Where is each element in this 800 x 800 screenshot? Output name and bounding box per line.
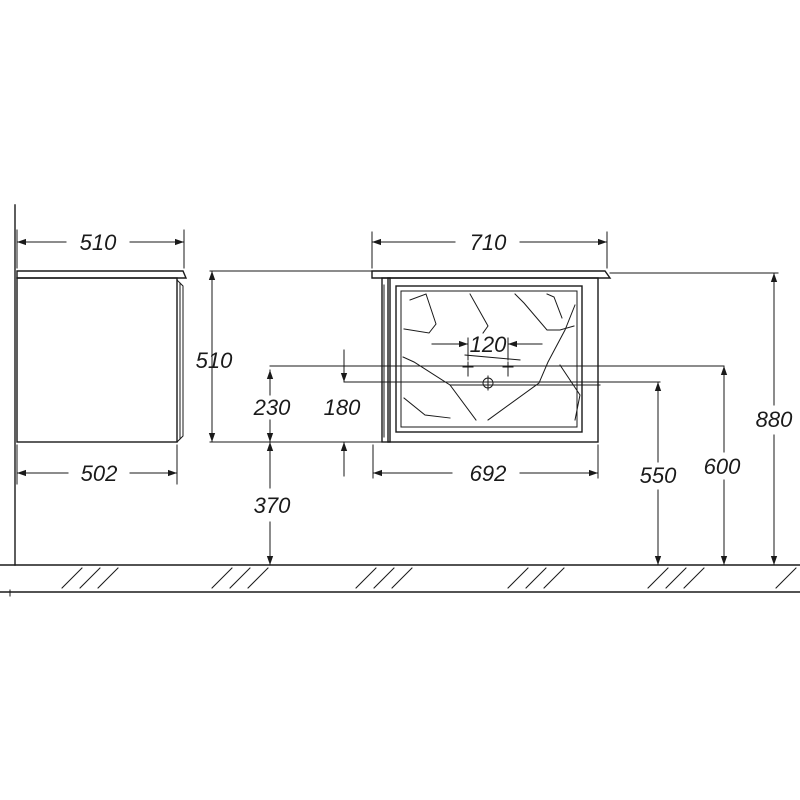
- dim-front-bottom-width: 692: [372, 444, 599, 486]
- door-decoration: [402, 293, 581, 421]
- dim-side-height: 510: [196, 270, 385, 443]
- dim-label-height-600: 600: [704, 454, 741, 479]
- dim-label-offset-180: 180: [324, 395, 361, 420]
- dim-height-550: 550: [640, 381, 677, 566]
- side-view-cabinet: [16, 270, 188, 443]
- dim-label-side-height: 510: [196, 348, 233, 373]
- dim-height-880: 880: [609, 272, 793, 566]
- dim-side-bottom-width: 502: [16, 444, 178, 486]
- dim-offset-230: 230: [253, 365, 725, 443]
- floor-hatch: [61, 567, 797, 589]
- dim-side-top-width: 510: [16, 229, 185, 269]
- dim-front-top-width: 710: [371, 230, 608, 269]
- dim-label-side-bottom: 502: [81, 461, 118, 486]
- dim-height-600: 600: [704, 365, 741, 566]
- dim-label-offset-230: 230: [253, 395, 291, 420]
- dim-mount-370: 370: [254, 441, 291, 566]
- faucet-holes: [462, 361, 514, 391]
- dim-label-side-top: 510: [80, 230, 117, 255]
- floor: [0, 564, 800, 597]
- front-view-cabinet: [371, 270, 612, 443]
- dim-hole-spacing: 120: [431, 332, 543, 361]
- dim-label-height-550: 550: [640, 463, 677, 488]
- dim-offset-180: 180: [324, 349, 661, 477]
- dim-label-mount-370: 370: [254, 493, 291, 518]
- dim-label-hole-spacing: 120: [470, 332, 507, 357]
- dim-label-height-880: 880: [756, 407, 793, 432]
- dim-label-front-bottom: 692: [470, 461, 507, 486]
- dim-label-front-top: 710: [470, 230, 507, 255]
